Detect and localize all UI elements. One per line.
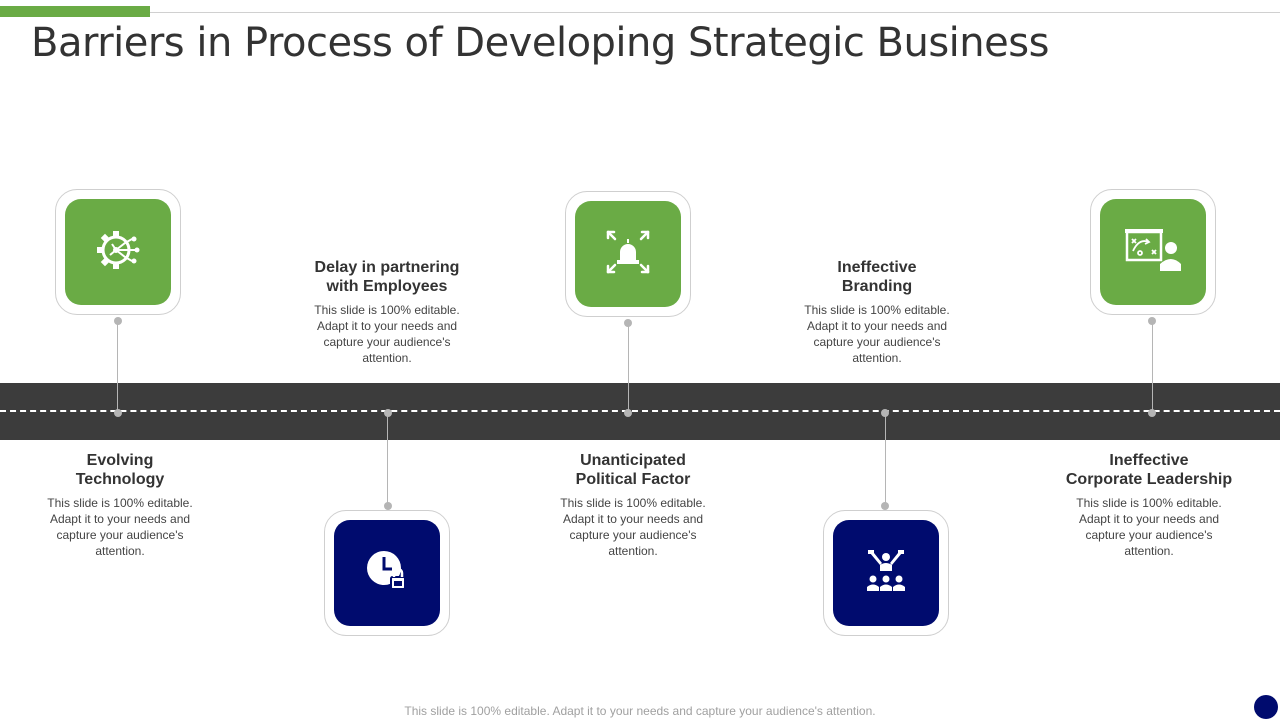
barrier-icon-card — [1090, 189, 1216, 315]
timeline-dot — [114, 409, 122, 417]
connector-dot — [114, 317, 122, 325]
barrier-description: This slide is 100% editable. Adapt it to… — [804, 303, 950, 365]
clock-lock-icon — [363, 547, 411, 600]
timeline-dot — [1148, 409, 1156, 417]
accent-bar — [0, 6, 150, 17]
barrier-item: Evolving Technology This slide is 100% e… — [20, 451, 220, 559]
timeline-dot — [384, 409, 392, 417]
barrier-heading: Evolving Technology — [75, 452, 165, 488]
top-divider — [150, 12, 1280, 13]
connector-dot — [1148, 317, 1156, 325]
alarm-expand-icon — [604, 228, 652, 281]
connector-line — [628, 323, 629, 413]
icon-tile — [334, 520, 440, 626]
strategy-presenter-icon — [1125, 226, 1181, 279]
barrier-description: This slide is 100% editable. Adapt it to… — [47, 496, 193, 558]
road-center-line — [0, 410, 1280, 412]
barrier-heading: Ineffective Branding — [837, 259, 917, 295]
barrier-icon-card — [565, 191, 691, 317]
icon-tile — [575, 201, 681, 307]
connector-line — [885, 413, 886, 506]
barrier-icon-card — [324, 510, 450, 636]
gear-network-icon — [94, 226, 142, 279]
barrier-heading: Ineffective Corporate Leadership — [1065, 452, 1233, 488]
footer-note: This slide is 100% editable. Adapt it to… — [404, 704, 876, 718]
icon-tile — [833, 520, 939, 626]
connector-dot — [881, 502, 889, 510]
slide-title: Barriers in Process of Developing Strate… — [31, 20, 1049, 66]
barrier-description: This slide is 100% editable. Adapt it to… — [560, 496, 706, 558]
connector-line — [387, 413, 388, 506]
timeline-dot — [881, 409, 889, 417]
barrier-description: This slide is 100% editable. Adapt it to… — [314, 303, 460, 365]
connector-dot — [624, 319, 632, 327]
leader-crowd-icon — [862, 547, 910, 600]
barrier-heading: Unanticipated Political Factor — [575, 452, 691, 488]
connector-line — [117, 321, 118, 413]
barrier-description: This slide is 100% editable. Adapt it to… — [1076, 496, 1222, 558]
barrier-item: Ineffective Branding This slide is 100% … — [777, 258, 977, 366]
icon-tile — [65, 199, 171, 305]
barrier-item: Ineffective Corporate Leadership This sl… — [1041, 451, 1257, 559]
barrier-heading: Delay in partnering with Employees — [314, 259, 460, 295]
connector-line — [1152, 321, 1153, 413]
barrier-icon-card — [55, 189, 181, 315]
icon-tile — [1100, 199, 1206, 305]
connector-dot — [384, 502, 392, 510]
barrier-icon-card — [823, 510, 949, 636]
barrier-item: Delay in partnering with Employees This … — [287, 258, 487, 366]
barrier-item: Unanticipated Political Factor This slid… — [533, 451, 733, 559]
corner-badge — [1254, 695, 1278, 719]
timeline-dot — [624, 409, 632, 417]
